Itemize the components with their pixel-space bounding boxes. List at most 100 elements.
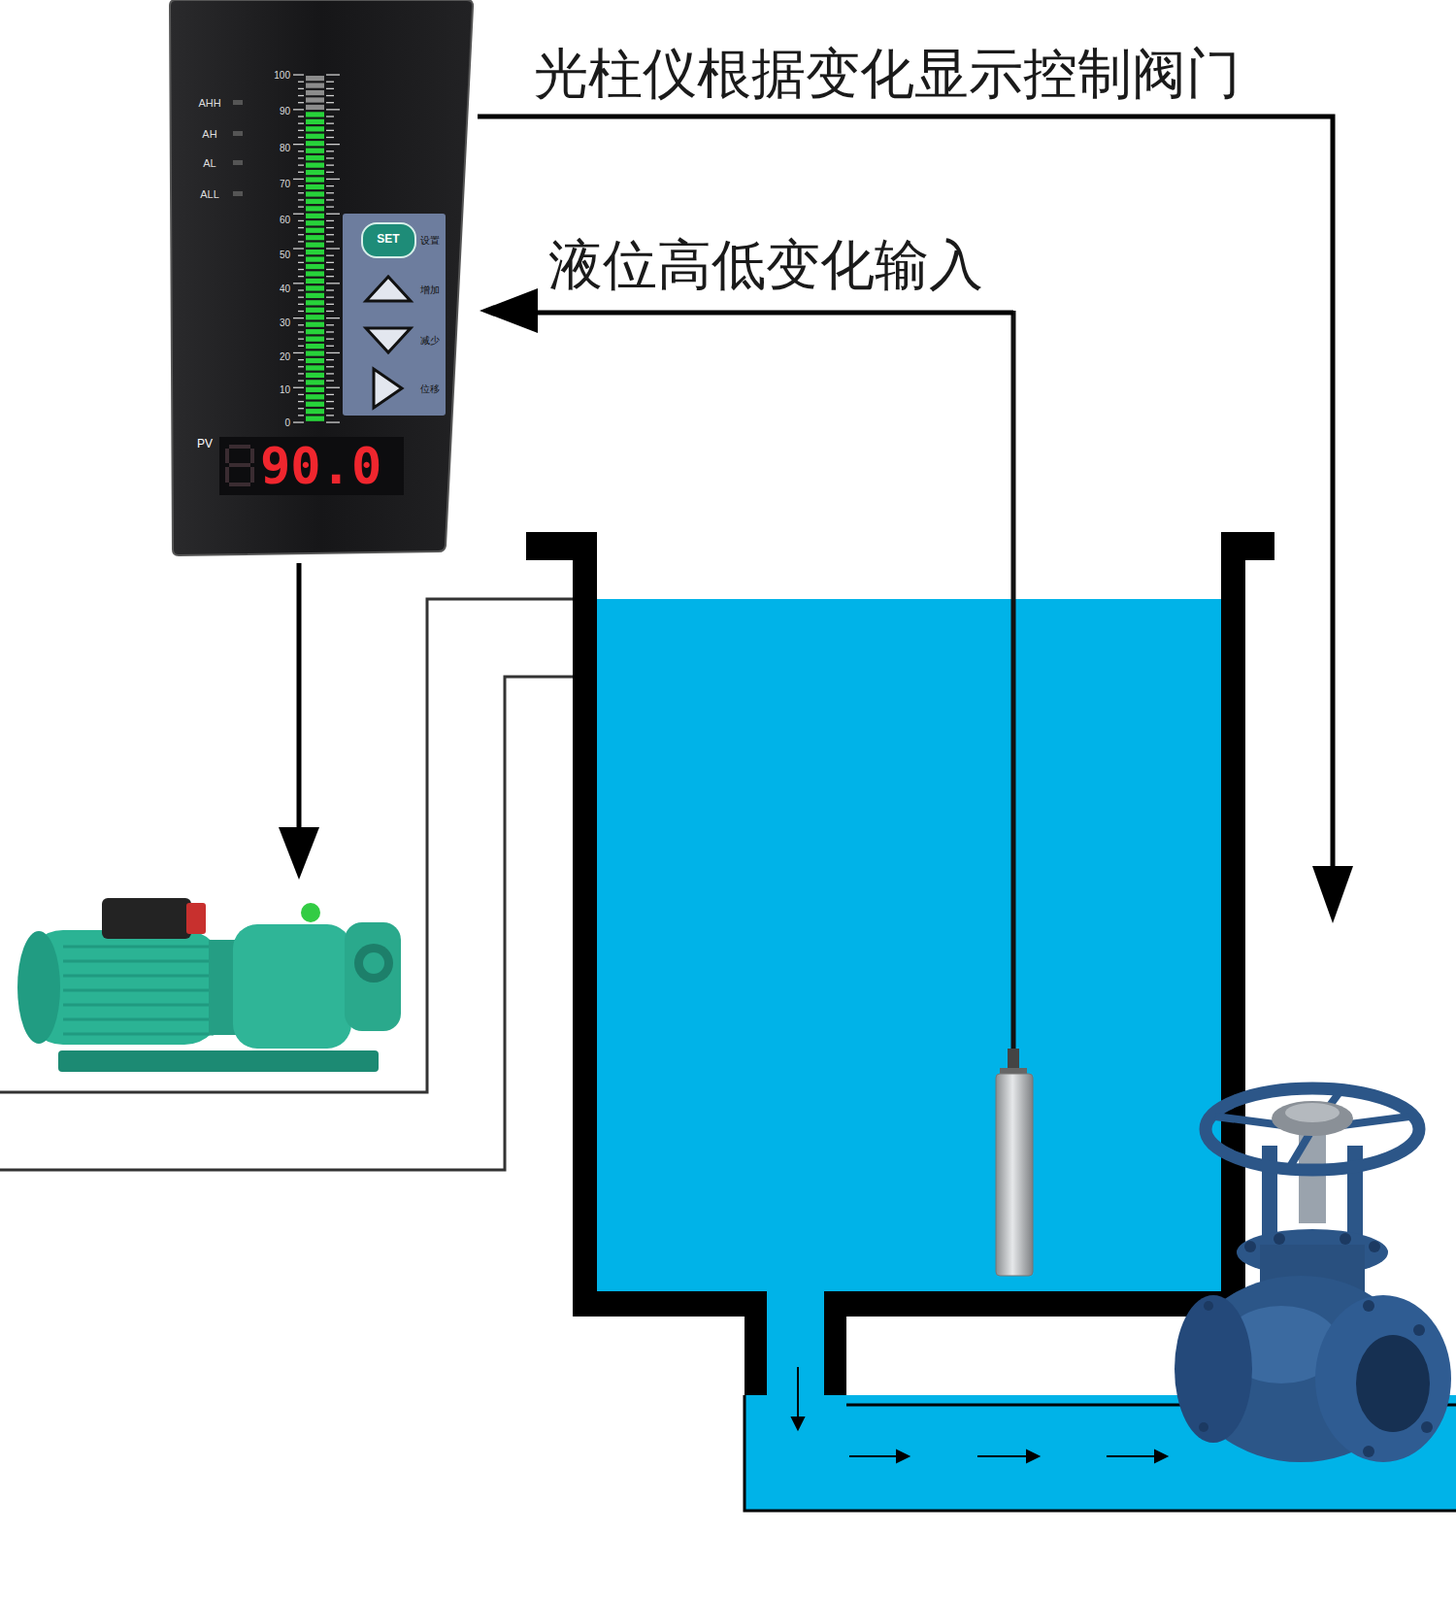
bar-segment xyxy=(297,310,304,312)
bar-segment xyxy=(293,73,304,75)
alarm-label: AH xyxy=(201,128,217,140)
alarm-label: AL xyxy=(202,157,216,169)
bar-segment xyxy=(297,233,304,235)
bar-segment xyxy=(297,185,304,187)
bar-segment xyxy=(326,205,334,207)
bar-segment xyxy=(297,372,304,374)
bar-segment xyxy=(297,394,304,396)
bar-segment xyxy=(297,337,304,339)
bar-segment xyxy=(297,171,304,173)
bar-segment xyxy=(297,268,304,270)
bar-segment xyxy=(326,157,334,159)
bar-segment xyxy=(297,400,304,402)
bar-segment xyxy=(305,329,325,334)
pv-label: PV xyxy=(197,437,213,451)
bar-segment xyxy=(297,150,304,152)
bar-segment xyxy=(326,394,334,396)
bar-segment xyxy=(293,317,304,319)
bar-segment xyxy=(305,198,325,204)
bar-segment xyxy=(305,104,325,110)
bar-segment xyxy=(297,345,304,347)
bar-segment xyxy=(305,169,325,175)
bar-segment xyxy=(305,126,325,132)
scale-number: 60 xyxy=(279,214,291,226)
bar-segment xyxy=(326,213,340,215)
bar-segment xyxy=(305,379,325,385)
bar-segment xyxy=(326,233,334,235)
scale-number: 100 xyxy=(273,69,291,81)
scale-number: 80 xyxy=(279,142,291,154)
bar-segment xyxy=(326,136,334,138)
bar-segment xyxy=(305,191,325,197)
bar-segment xyxy=(305,119,325,125)
bar-segment xyxy=(305,242,325,248)
bar-segment xyxy=(326,143,340,145)
scale-number: 90 xyxy=(279,105,291,117)
bar-segment xyxy=(326,81,334,83)
bar-segment xyxy=(297,81,304,83)
bar-segment xyxy=(305,75,325,81)
bar-segment xyxy=(305,401,325,407)
bar-segment xyxy=(326,198,334,200)
bar-segment xyxy=(326,268,334,270)
bar-segment xyxy=(326,227,334,229)
bar-segment xyxy=(293,282,304,284)
bar-segment xyxy=(297,255,304,257)
bar-segment xyxy=(305,336,325,342)
scale-number: 10 xyxy=(279,384,291,396)
bar-segment xyxy=(326,123,334,125)
bar-segment xyxy=(326,95,334,97)
scale-number: 0 xyxy=(284,417,291,429)
bar-segment xyxy=(297,205,304,207)
bar-segment xyxy=(305,372,325,378)
bar-segment xyxy=(293,213,304,215)
bar-segment xyxy=(326,317,340,319)
bar-segment xyxy=(326,414,334,416)
bar-segment xyxy=(326,303,334,305)
bar-segment xyxy=(326,101,334,103)
key-label: 减少 xyxy=(420,334,440,346)
bar-segment xyxy=(305,213,325,219)
bar-segment xyxy=(297,379,304,381)
bar-segment xyxy=(326,407,334,409)
bar-segment xyxy=(326,352,340,354)
bar-segment xyxy=(305,155,325,161)
bar-segment xyxy=(297,407,304,409)
bar-segment xyxy=(305,293,325,298)
scale-number: 40 xyxy=(279,283,291,295)
bar-segment xyxy=(305,285,325,291)
bar-segment xyxy=(326,324,334,326)
display-value: 90.0 xyxy=(260,440,382,492)
bar-segment xyxy=(326,330,334,332)
bar-segment xyxy=(297,157,304,159)
bar-segment xyxy=(297,365,304,367)
bar-segment xyxy=(297,192,304,194)
bar-segment xyxy=(297,359,304,361)
bar-segment xyxy=(326,130,334,132)
bar-segment xyxy=(305,416,325,422)
scale-number: 20 xyxy=(279,351,291,363)
bar-segment xyxy=(297,115,304,117)
bar-segment xyxy=(305,184,325,190)
bar-segment xyxy=(326,365,334,367)
bar-segment xyxy=(297,262,304,264)
bar-segment xyxy=(305,140,325,146)
bar-segment xyxy=(326,185,334,187)
alarm-label: AHH xyxy=(198,97,221,109)
bar-segment xyxy=(305,249,325,255)
bar-segment xyxy=(305,364,325,370)
bar-segment xyxy=(297,289,304,291)
key-label: 设置 xyxy=(420,234,440,246)
bar-segment xyxy=(305,270,325,276)
arrow-caption: 液位高低变化输入 xyxy=(548,234,984,296)
bar-segment xyxy=(297,330,304,332)
bar-segment xyxy=(305,133,325,139)
bar-segment xyxy=(305,90,325,96)
bar-segment xyxy=(305,97,325,102)
bar-segment xyxy=(326,275,334,277)
bar-segment xyxy=(297,130,304,132)
bar-segment xyxy=(297,198,304,200)
bar-segment xyxy=(293,143,304,145)
bar-segment xyxy=(326,289,334,291)
